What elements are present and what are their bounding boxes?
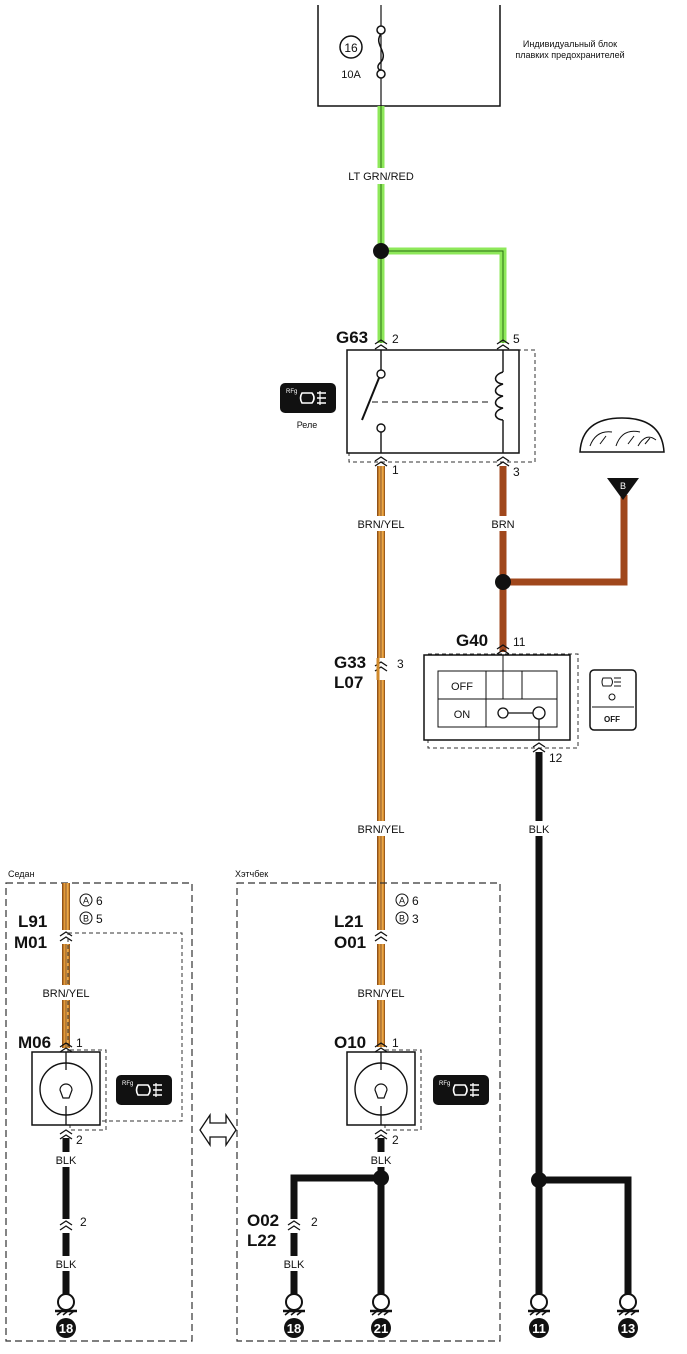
sedan-lamp-badge: RFg [115, 1074, 173, 1106]
wire-blk-switch: BLK 11 13 [524, 752, 641, 1340]
sedan-ground-conn-pin: 2 [80, 1215, 87, 1229]
hatch-lamp-conn: O10 [334, 1033, 366, 1052]
sedan-pin-b: 5 [96, 912, 103, 926]
wire-label-brn-yel-mid: BRN/YEL [357, 824, 404, 836]
sedan-panel: Седан L91 M01 A 6 B 5 BRN/YEL M06 1 RFg … [5, 869, 193, 1342]
relay-pin-1: 1 [392, 463, 399, 477]
fog-lamp-switch: G40 11 OFF ON 12 OFF [423, 631, 637, 765]
svg-text:18: 18 [287, 1321, 301, 1336]
sedan-lamp-pin-1: 1 [76, 1036, 83, 1050]
hatch-lamp-badge: RFg [432, 1074, 490, 1106]
wire-label-brn-yel-relay: BRN/YEL [357, 519, 404, 531]
relay: G63 2 5 1 3 RFg Реле [279, 328, 536, 479]
wire-lt-grn-red: LT GRN/RED [345, 106, 507, 343]
hatchback-panel: Хэтчбек L21 O01 A 6 B 3 O10 1 RFg 2 BLK … [235, 869, 501, 1342]
inline-connector-bottom: L07 [334, 673, 363, 692]
alternative-arrow-icon [199, 1112, 237, 1148]
sedan-conn-bottom: M01 [14, 933, 47, 952]
switch-pin-11: 11 [513, 635, 526, 649]
splice-dot-brn [495, 574, 511, 590]
wire-label-lt-grn-red: LT GRN/RED [348, 171, 414, 183]
switch-pin-12: 12 [549, 751, 563, 765]
wire-label-brn: BRN [491, 519, 514, 531]
splice-dot [373, 243, 389, 259]
relay-connector: G63 [336, 328, 368, 347]
svg-text:B: B [83, 914, 89, 924]
fuse-caption-line2: плавких предохранителей [515, 50, 624, 60]
fuse-caption-line1: Индивидуальный блок [523, 39, 617, 49]
ground-11: 11 [526, 1292, 552, 1340]
switch-off-label: OFF [451, 681, 473, 693]
wire-label-brn-yel-hatch: BRN/YEL [357, 988, 404, 1000]
wire-label-blk-sedan-1: BLK [56, 1155, 77, 1167]
hatch-pin-a: 6 [412, 894, 419, 908]
sedan-ground-18: 18 [53, 1292, 79, 1340]
svg-text:RFg: RFg [286, 389, 297, 395]
wire-label-brn-yel-sedan: BRN/YEL [42, 988, 89, 1000]
switch-on-label: ON [454, 709, 471, 721]
relay-badge: RFg [279, 382, 337, 414]
switch-connector: G40 [456, 631, 488, 650]
instrument-cluster-icon: B [579, 417, 665, 500]
sedan-lamp-pin-2: 2 [76, 1133, 83, 1147]
relay-pin-5: 5 [513, 332, 520, 346]
sedan-conn-top: L91 [18, 912, 47, 931]
fuse-block: 16 10A Индивидуальный блок плавких предо… [317, 5, 625, 107]
svg-text:11: 11 [532, 1321, 546, 1336]
relay-pin-3: 3 [513, 465, 520, 479]
cluster-terminal-b: B [620, 481, 626, 491]
svg-text:18: 18 [59, 1321, 73, 1336]
svg-text:RFg: RFg [122, 1081, 133, 1087]
hatch-ground-18: 18 [281, 1292, 307, 1340]
wire-label-blk-switch: BLK [529, 824, 550, 836]
inline-connector-top: G33 [334, 653, 366, 672]
hatch-title: Хэтчбек [235, 869, 268, 879]
sedan-title: Седан [8, 869, 35, 879]
hatch-lamp-pin-1: 1 [392, 1036, 399, 1050]
fog-switch-icon: OFF [589, 669, 637, 731]
relay-caption: Реле [297, 420, 318, 430]
sedan-pin-a: 6 [96, 894, 103, 908]
sedan-lamp-conn: M06 [18, 1033, 51, 1052]
wire-label-blk-hatch-1: BLK [371, 1155, 392, 1167]
hatch-conn-bottom: O01 [334, 933, 366, 952]
svg-text:OFF: OFF [604, 715, 620, 724]
hatch-gnd-conn-top: O02 [247, 1211, 279, 1230]
wire-brn: BRN [486, 466, 628, 652]
svg-text:21: 21 [374, 1321, 388, 1336]
svg-text:B: B [399, 914, 405, 924]
fuse-rating: 10A [341, 69, 361, 81]
svg-text:13: 13 [621, 1321, 635, 1336]
hatch-gnd-conn-pin: 2 [311, 1215, 318, 1229]
inline-connector-pin: 3 [397, 657, 404, 671]
inline-connector-g33-l07: G33 L07 3 [334, 653, 404, 692]
svg-text:RFg: RFg [439, 1081, 450, 1087]
hatch-ground-21: 21 [368, 1292, 394, 1340]
hatch-gnd-conn-bottom: L22 [247, 1231, 276, 1250]
wire-label-blk-sedan-2: BLK [56, 1259, 77, 1271]
svg-text:A: A [83, 896, 89, 906]
hatch-lamp-pin-2: 2 [392, 1133, 399, 1147]
relay-pin-2: 2 [392, 332, 399, 346]
ground-13: 13 [615, 1292, 641, 1340]
wire-brn-yel-main: BRN/YEL BRN/YEL BRN/YEL [350, 466, 412, 1047]
svg-text:A: A [399, 896, 405, 906]
hatch-conn-top: L21 [334, 912, 363, 931]
hatch-pin-b: 3 [412, 912, 419, 926]
fuse-number: 16 [344, 41, 358, 55]
wire-label-blk-hatch-2: BLK [284, 1259, 305, 1271]
